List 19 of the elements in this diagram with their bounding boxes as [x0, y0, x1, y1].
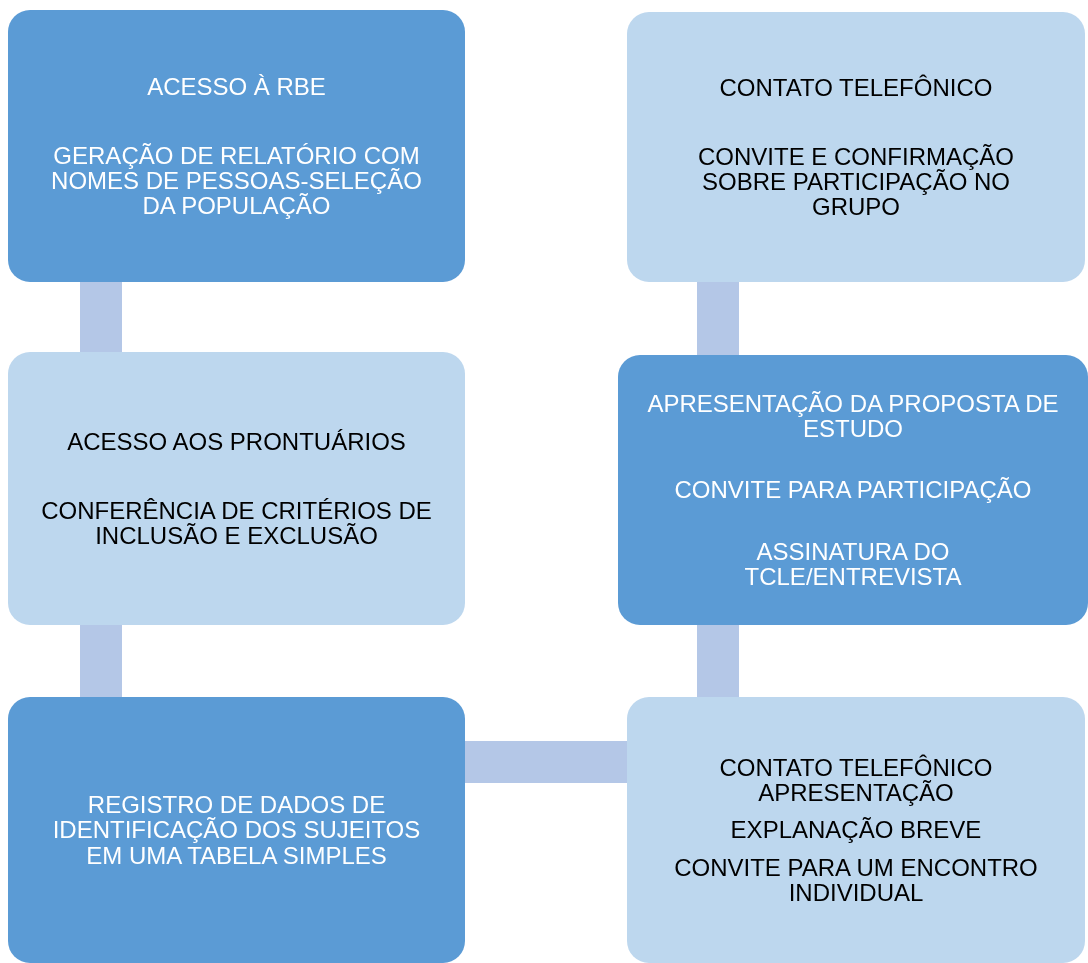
box-text: REGISTRO DE DADOS DE IDENTIFICAÇÃO DOS SUJEITOS EM UMA TABELA SIMPLES: [51, 792, 422, 868]
box-text: CONTATO TELEFÔNICO APRESENTAÇÃO: [718, 755, 994, 806]
box-text: EXPLANAÇÃO BREVE: [730, 817, 982, 843]
process-box: [8, 352, 465, 625]
box-text: GERAÇÃO DE RELATÓRIO COM NOMES DE PESSOAS-SELEÇÃO DA POPULAÇÃO: [50, 142, 423, 219]
process-box: [627, 697, 1085, 963]
box-text: ASSINATURA DO TCLE/ENTREVISTA: [743, 538, 963, 589]
box-text: ACESSO AOS PRONTUÁRIOS: [67, 428, 406, 454]
process-box: [8, 697, 465, 963]
box-text: CONTATO TELEFÔNICO: [719, 74, 993, 100]
process-box: [627, 12, 1085, 282]
box-text: CONVITE PARA UM ENCONTRO INDIVIDUAL: [673, 854, 1039, 905]
box-text: CONVITE PARA PARTICIPAÇÃO: [674, 477, 1032, 503]
box-text: CONFERÊNCIA DE CRITÉRIOS DE INCLUSÃO E EXCLUSÃO: [40, 497, 433, 549]
box-text: ACESSO À RBE: [147, 73, 326, 99]
box-text: APRESENTAÇÃO DA PROPOSTA DE ESTUDO: [646, 391, 1060, 442]
process-box: [8, 10, 465, 282]
box-text: CONVITE E CONFIRMAÇÃO SOBRE PARTICIPAÇÃO NO GRUPO: [697, 143, 1015, 220]
process-box: [618, 355, 1088, 625]
